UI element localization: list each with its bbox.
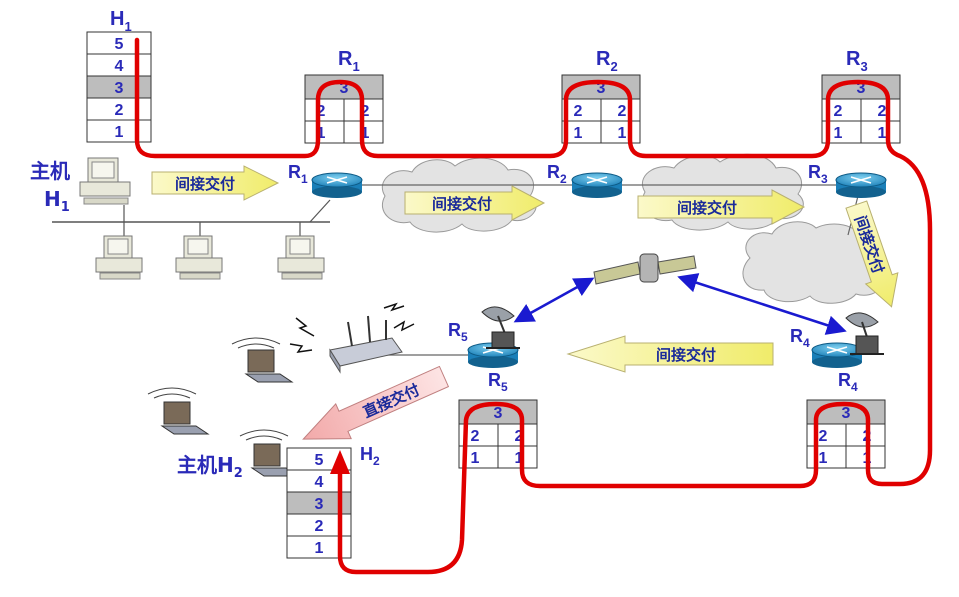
label-h1-top: H1 — [110, 8, 132, 34]
computer-icon-h1 — [79, 157, 131, 205]
protocol-stack-h1: 5 4 3 2 1 — [86, 31, 152, 143]
h2-layer-3: 3 — [315, 496, 324, 513]
svg-text:间接交付: 间接交付 — [432, 195, 492, 213]
svg-text:2: 2 — [574, 103, 583, 120]
label-r1: R1 — [288, 162, 308, 186]
laptop-icon-1 — [231, 337, 294, 383]
router-icon-r1 — [311, 172, 363, 198]
wireless-access-point-icon — [329, 315, 403, 374]
svg-text:2: 2 — [819, 428, 828, 445]
packet-path-arrowhead — [330, 450, 350, 474]
svg-text:间接交付: 间接交付 — [656, 346, 716, 364]
svg-text:3: 3 — [597, 80, 606, 97]
svg-text:3: 3 — [340, 80, 349, 97]
svg-text:3: 3 — [857, 80, 866, 97]
label-r5: R5 — [488, 370, 508, 394]
sat-link-r5 — [513, 277, 595, 323]
computer-icon-lan-2 — [175, 235, 223, 280]
indirect-delivery-arrow-2: 间接交付 — [404, 185, 546, 221]
h2-layer-5: 5 — [315, 452, 324, 469]
svg-text:1: 1 — [361, 125, 370, 142]
label-r3: R3 — [808, 162, 828, 186]
h1-layer-1: 1 — [115, 124, 124, 141]
router-icon-r5 — [467, 342, 519, 368]
h2-layer-2: 2 — [315, 518, 324, 535]
indirect-delivery-arrow-1: 间接交付 — [151, 165, 280, 201]
computer-icon-lan-1 — [95, 235, 143, 280]
svg-text:2: 2 — [471, 428, 480, 445]
indirect-delivery-arrow-5: 间接交付 — [566, 335, 774, 373]
h2-layer-1: 1 — [315, 540, 324, 557]
svg-text:1: 1 — [819, 450, 828, 467]
h1-layer-4: 4 — [115, 58, 124, 75]
svg-text:2: 2 — [878, 103, 887, 120]
svg-text:间接交付: 间接交付 — [175, 175, 235, 193]
router-icon-r3 — [835, 172, 887, 198]
packet-path — [134, 37, 933, 575]
router-icon-r4 — [811, 342, 863, 368]
svg-text:1: 1 — [515, 450, 524, 467]
svg-text:1: 1 — [618, 125, 627, 142]
label-r3-stack: R3 — [846, 48, 868, 74]
direct-delivery-arrow: 直接交付 — [302, 365, 450, 440]
satellite-dish-icon-r4 — [845, 312, 884, 355]
svg-text:2: 2 — [618, 103, 627, 120]
svg-text:间接交付: 间接交付 — [677, 199, 737, 217]
svg-text:2: 2 — [317, 103, 326, 120]
h1-layer-2: 2 — [115, 102, 124, 119]
label-host-h1-line1: 主机 — [30, 159, 70, 183]
label-r2-stack: R2 — [596, 48, 618, 74]
label-r4: R4 — [838, 370, 858, 394]
svg-text:3: 3 — [842, 405, 851, 422]
protocol-stack-r5: 3 2 2 1 1 — [458, 399, 538, 469]
svg-text:直接交付: 直接交付 — [360, 381, 422, 422]
svg-text:1: 1 — [878, 125, 887, 142]
indirect-delivery-arrow-3: 间接交付 — [637, 189, 806, 225]
svg-text:2: 2 — [515, 428, 524, 445]
svg-text:1: 1 — [471, 450, 480, 467]
svg-text:1: 1 — [574, 125, 583, 142]
h1-layer-5: 5 — [115, 36, 124, 53]
h1-layer-3: 3 — [115, 80, 124, 97]
svg-text:2: 2 — [834, 103, 843, 120]
router-icon-r2 — [571, 172, 623, 198]
label-r2: R2 — [547, 162, 567, 186]
computer-icon-lan-3 — [277, 235, 325, 280]
label-r4-dish: R4 — [790, 326, 810, 350]
label-host-h2: 主机H2 — [177, 453, 243, 481]
svg-text:3: 3 — [494, 405, 503, 422]
svg-text:2: 2 — [361, 103, 370, 120]
h2-layer-4: 4 — [315, 474, 324, 491]
satellite-dish-icon-r5 — [481, 306, 520, 349]
label-h2-stack: H2 — [360, 444, 380, 468]
satellite-icon — [593, 253, 697, 285]
svg-text:1: 1 — [317, 125, 326, 142]
sat-link-r4 — [677, 273, 847, 335]
label-r5-dish: R5 — [448, 320, 468, 344]
label-r1-stack: R1 — [338, 48, 360, 74]
wireless-signal-icons — [289, 302, 415, 353]
laptop-icon-2 — [147, 387, 210, 435]
label-host-h1-line2: H1 — [44, 187, 70, 215]
svg-text:1: 1 — [834, 125, 843, 142]
